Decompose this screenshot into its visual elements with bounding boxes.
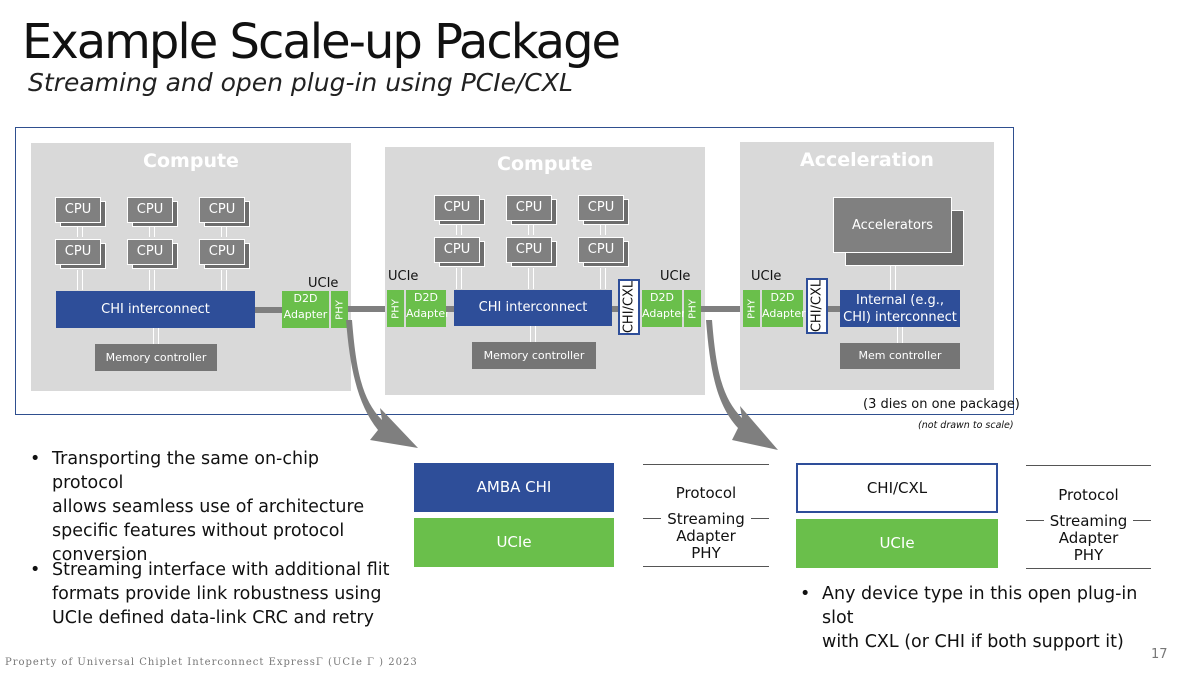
layer-divider bbox=[751, 518, 769, 519]
phy-block: PHY bbox=[331, 291, 348, 328]
internal-interconnect: Internal (e.g.,CHI) interconnect bbox=[840, 290, 960, 327]
phy-block: PHY bbox=[743, 290, 760, 327]
connector bbox=[600, 268, 606, 289]
connector bbox=[149, 270, 155, 290]
ucie-label: UCIe bbox=[308, 276, 339, 291]
connector bbox=[890, 266, 896, 290]
link-connector bbox=[255, 307, 282, 313]
cpu-block: CPU bbox=[434, 195, 485, 225]
ucie-layer: UCIe bbox=[414, 518, 614, 567]
protocol-label: Protocol bbox=[1058, 486, 1119, 504]
accelerators-block: Accelerators bbox=[833, 197, 952, 253]
connector bbox=[528, 225, 534, 235]
chi-cxl-layer: CHI/CXL bbox=[796, 463, 998, 513]
compute-die-2-title: Compute bbox=[497, 153, 593, 175]
layer-divider bbox=[643, 566, 769, 567]
cpu-block: CPU bbox=[506, 195, 557, 225]
chi-interconnect: CHI interconnect bbox=[454, 290, 612, 326]
page-title: Example Scale-up Package bbox=[22, 14, 621, 70]
ucie-link bbox=[348, 306, 385, 312]
chi-interconnect: CHI interconnect bbox=[56, 291, 255, 328]
layer-divider bbox=[1026, 568, 1151, 569]
bullet-item: • Transporting the same on-chip protocol… bbox=[30, 449, 365, 565]
amba-chi-layer: AMBA CHI bbox=[414, 463, 614, 512]
layer-divider bbox=[643, 518, 661, 519]
cpu-block: CPU bbox=[578, 195, 629, 225]
cpu-block: CPU bbox=[55, 197, 106, 227]
phy-block: PHY bbox=[387, 290, 404, 327]
connector bbox=[600, 225, 606, 235]
compute-die-1-title: Compute bbox=[143, 150, 239, 172]
connector bbox=[149, 227, 155, 237]
memory-controller: Memory controller bbox=[95, 344, 217, 371]
ucie-link bbox=[701, 306, 740, 312]
cpu-block: CPU bbox=[434, 237, 485, 267]
layer-divider bbox=[1133, 520, 1151, 521]
arrow-left bbox=[346, 320, 418, 448]
acceleration-die-title: Acceleration bbox=[800, 149, 934, 171]
connector bbox=[456, 268, 462, 289]
link-connector bbox=[446, 306, 454, 312]
cpu-block: CPU bbox=[127, 239, 178, 269]
connector bbox=[221, 270, 227, 290]
connector bbox=[897, 327, 903, 343]
connector bbox=[221, 227, 227, 237]
phy-block: PHY bbox=[684, 290, 701, 327]
cpu-block: CPU bbox=[199, 197, 250, 227]
memory-controller: Memory controller bbox=[472, 342, 596, 369]
memory-controller: Mem controller bbox=[840, 343, 960, 369]
cpu-block: CPU bbox=[506, 237, 557, 267]
bullet-item: • Any device type in this open plug-in s… bbox=[800, 584, 1138, 652]
page-subtitle: Streaming and open plug-in using PCIe/CX… bbox=[28, 68, 573, 97]
page-number: 17 bbox=[1151, 647, 1168, 662]
footer-copyright: Property of Universal Chiplet Interconne… bbox=[5, 657, 418, 668]
package-outline bbox=[15, 127, 1014, 415]
cpu-block: CPU bbox=[199, 239, 250, 269]
layer-divider bbox=[643, 464, 769, 465]
connector bbox=[77, 227, 83, 237]
package-note: (3 dies on one package) bbox=[863, 397, 1020, 412]
protocol-label: Protocol bbox=[675, 484, 737, 502]
bullet-item: • Streaming interface with additional fl… bbox=[30, 560, 390, 628]
scale-note: (not drawn to scale) bbox=[918, 420, 1014, 431]
chi-cxl-interface: CHI/CXL bbox=[618, 279, 640, 335]
ucie-layer: UCIe bbox=[796, 519, 998, 568]
cpu-block: CPU bbox=[578, 237, 629, 267]
link-connector bbox=[612, 306, 618, 312]
cpu-block: CPU bbox=[127, 197, 178, 227]
connector bbox=[77, 270, 83, 290]
connector bbox=[456, 225, 462, 235]
connector bbox=[530, 326, 536, 342]
arrow-right bbox=[706, 320, 778, 450]
link-connector bbox=[828, 306, 840, 312]
ucie-label: UCIe bbox=[388, 269, 419, 284]
cpu-block: CPU bbox=[55, 239, 106, 269]
ucie-label: UCIe bbox=[751, 269, 782, 284]
layer-divider bbox=[1026, 520, 1044, 521]
connector bbox=[528, 268, 534, 289]
ucie-label: UCIe bbox=[660, 269, 691, 284]
connector bbox=[153, 328, 159, 344]
layer-divider bbox=[1026, 465, 1151, 466]
chi-cxl-interface: CHI/CXL bbox=[806, 278, 828, 334]
